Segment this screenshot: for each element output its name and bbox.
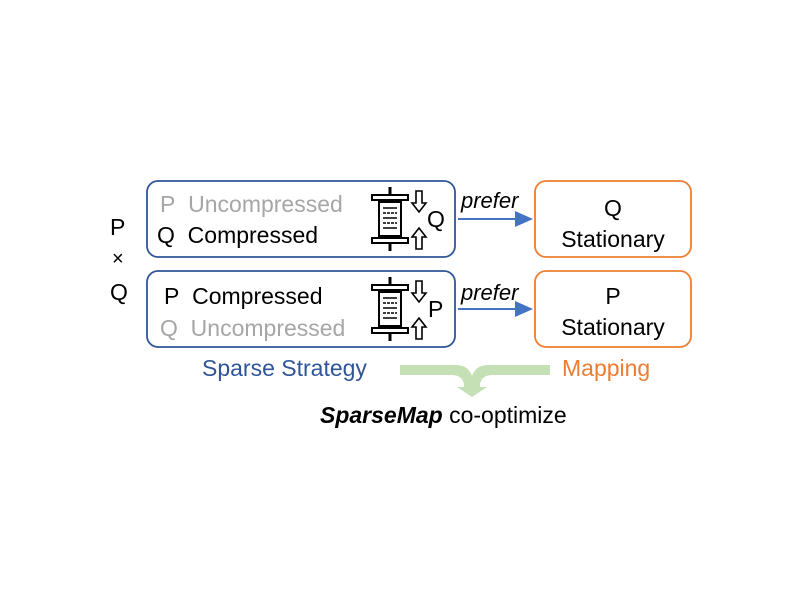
strategy2-bottom-row: Q Uncompressed [160,317,345,340]
strategy1-top-row: P Uncompressed [160,193,343,216]
strategy2-top-row: P Compressed [164,285,323,308]
mapping-box-2 [534,270,692,348]
mapping-tensor: P [605,283,621,309]
press-target-label: P [428,296,444,322]
mapping-type: Stationary [561,314,665,341]
sparse-strategy-label: Sparse Strategy [202,355,367,381]
tensor-label: P [160,191,176,217]
merge-arrow-icon [400,365,550,397]
mapping-label: Mapping [562,355,651,381]
prefer-label-1: prefer [461,188,519,213]
mapping-box-1-text: Q Stationary [535,193,691,255]
tensor-state: Uncompressed [190,315,346,341]
co-optimize-text: co-optimize [449,402,567,428]
operand-p-label: P [110,214,126,240]
co-optimize-caption: SparseMap co-optimize [320,404,567,427]
tensor-label: Q [157,222,175,248]
tensor-label: P [164,283,180,309]
tensor-state: Compressed [192,283,323,309]
prefer-label-2: prefer [461,280,519,305]
press-target-label: Q [427,206,445,232]
mapping-box-2-text: P Stationary [535,281,691,343]
mapping-tensor: Q [604,195,622,221]
mapping-type: Stationary [561,226,665,253]
operand-q-label: Q [110,279,128,305]
multiply-symbol: × [112,248,124,270]
mapping-box-1 [534,180,692,258]
strategy1-bottom-row: Q Compressed [157,224,318,247]
tensor-state: Compressed [187,222,319,248]
brand-name: SparseMap [320,402,443,428]
tensor-state: Uncompressed [188,191,343,217]
tensor-label: Q [160,315,178,341]
